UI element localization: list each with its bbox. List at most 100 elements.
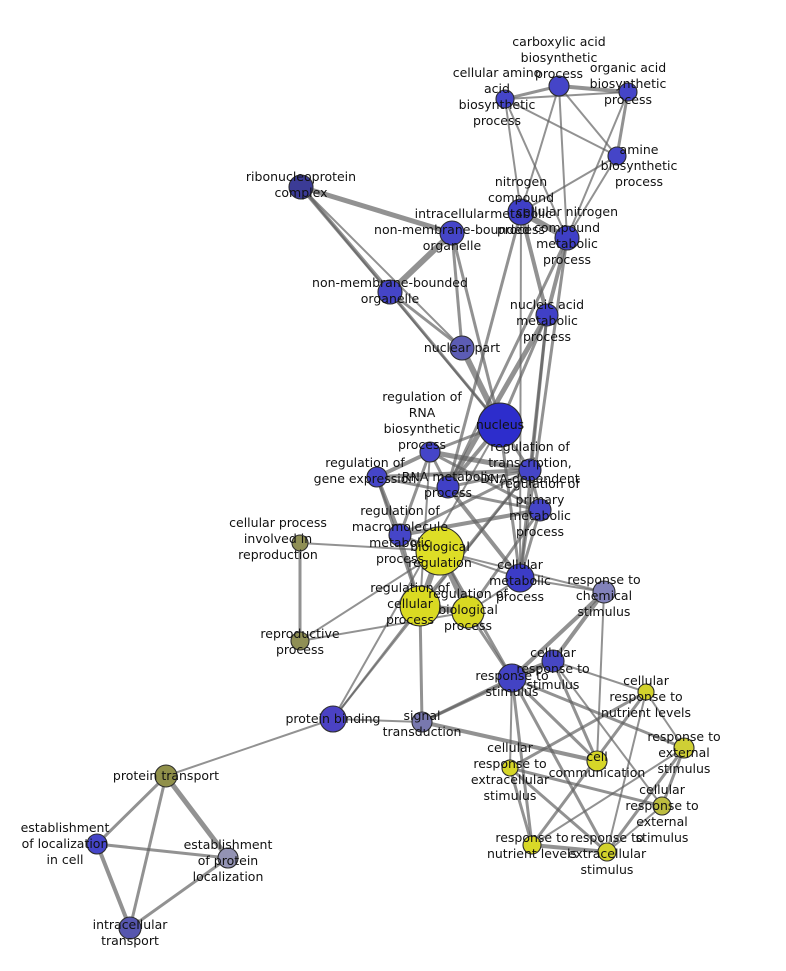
node-cell_communication[interactable]: [586, 750, 608, 772]
node-resp_stimulus[interactable]: [497, 663, 527, 693]
node-reg_biological_process[interactable]: [451, 595, 485, 629]
node-rna_metab[interactable]: [436, 475, 460, 499]
edge-cell_nitrogen_compound_metab--cell_metab: [518, 236, 569, 580]
edge-reg_primary_metab--reg_macromolecule_metab: [398, 508, 542, 537]
edge-signal_transduction--cell_communication: [420, 720, 599, 763]
edge-protein_binding--signal_transduction: [332, 718, 423, 723]
label-nuclear_part: nuclear part: [424, 340, 500, 355]
node-intracell_transport[interactable]: [118, 916, 142, 940]
edge-protein_binding--nucleus: [332, 424, 501, 720]
node-reg_macromolecule_metab[interactable]: [388, 523, 412, 547]
node-cell_resp_extracellular[interactable]: [501, 759, 519, 777]
node-resp_external[interactable]: [673, 737, 695, 759]
node-reg_rna_biosyn[interactable]: [419, 441, 441, 463]
edge-intracell_nmb_organelle--nmb_organelle: [387, 230, 455, 295]
node-intracell_nmb_organelle[interactable]: [439, 220, 465, 246]
node-resp_chemical[interactable]: [592, 580, 616, 604]
edge-rnp_complex--nucleus: [300, 186, 501, 426]
node-cell_resp_external[interactable]: [652, 796, 672, 816]
edge-nitrogen_compound_metab--cell_metab: [519, 211, 522, 579]
node-cell_metab[interactable]: [505, 563, 535, 593]
edge-amine_biosyn--nitrogen_compound_metab: [520, 155, 618, 213]
node-nitrogen_compound_metab[interactable]: [507, 198, 535, 226]
node-carboxylic_acid_biosyn[interactable]: [548, 75, 570, 97]
edge-resp_stimulus--resp_chemical: [510, 590, 606, 680]
edge-protein_transport--estab_protein_localization: [163, 773, 231, 861]
edge-rnp_complex--nuclear_part: [300, 186, 463, 349]
node-nucleic_acid_metab[interactable]: [535, 303, 559, 327]
edge-estab_protein_localization--estab_localization_cell: [95, 842, 230, 860]
node-resp_extracellular[interactable]: [597, 842, 617, 862]
edge-carboxylic_acid_biosyn--nitrogen_compound_metab: [520, 85, 560, 213]
edge-intracell_nmb_organelle--nuclear_part: [450, 231, 464, 350]
edge-rna_metab--reg_transcription_dna: [446, 468, 532, 489]
node-cell_nitrogen_compound_metab[interactable]: [554, 225, 580, 251]
edge-estab_protein_localization--intracell_transport: [128, 856, 230, 930]
node-resp_nutrient[interactable]: [522, 835, 542, 855]
node-amine_biosyn[interactable]: [607, 146, 627, 166]
edge-reg_transcription_dna--reg_gene_expression: [375, 468, 532, 479]
edge-reproductive_process--biological_regulation: [299, 550, 441, 642]
node-protein_binding[interactable]: [319, 705, 347, 733]
edge-cell_resp_nutrient--resp_extracellular: [606, 691, 647, 853]
edge-carboxylic_acid_biosyn--cell_nitrogen_compound_metab: [558, 85, 568, 239]
edge-cell_resp_extracellular--resp_nutrient: [508, 766, 534, 847]
node-reg_primary_metab[interactable]: [528, 498, 552, 522]
node-estab_protein_localization[interactable]: [217, 847, 239, 869]
edge-reg_primary_metab--reg_biological_process: [466, 508, 542, 614]
node-signal_transduction[interactable]: [411, 711, 433, 733]
edge-cell_resp_nutrient--resp_external: [645, 691, 685, 749]
label-protein_transport: protein transport: [113, 768, 219, 783]
edge-organic_acid_biosyn--amine_biosyn: [615, 90, 630, 158]
node-protein_transport[interactable]: [154, 764, 178, 788]
node-reg_cellular_process[interactable]: [399, 585, 441, 627]
node-nuclear_part[interactable]: [449, 335, 475, 361]
node-biological_regulation[interactable]: [415, 526, 465, 576]
label-nucleus: nucleus: [476, 417, 524, 432]
edge-resp_external--resp_extracellular: [605, 746, 686, 854]
node-organic_acid_biosyn[interactable]: [618, 82, 638, 102]
node-cell_amino_acid_biosyn[interactable]: [495, 89, 515, 109]
edge-protein_binding--protein_transport: [165, 718, 334, 777]
edge-resp_extracellular--cell_resp_extracellular: [508, 766, 609, 854]
node-estab_localization_cell[interactable]: [86, 833, 108, 855]
node-reg_gene_expression[interactable]: [366, 466, 388, 488]
edge-rna_metab--cell_metab: [446, 485, 522, 580]
edge-protein_transport--estab_localization_cell: [95, 774, 168, 846]
edge-cell_resp_stimulus--cell_communication: [551, 659, 599, 763]
node-cell_resp_nutrient[interactable]: [637, 683, 655, 701]
node-cell_resp_stimulus[interactable]: [541, 649, 565, 673]
node-reproductive_process[interactable]: [290, 631, 310, 651]
node-reg_transcription_dna[interactable]: [518, 458, 542, 482]
node-nucleus[interactable]: [477, 402, 523, 448]
node-rnp_complex[interactable]: [288, 174, 314, 200]
edge-reproductive_process--reg_biological_process: [299, 611, 469, 642]
node-nmb_organelle[interactable]: [377, 279, 403, 305]
node-cell_process_reproduction[interactable]: [291, 534, 309, 552]
edge-resp_external--resp_nutrient: [531, 747, 685, 846]
edge-nitrogen_compound_metab--nucleic_acid_metab: [519, 210, 549, 317]
edge-reg_rna_biosyn--reg_cellular_process: [419, 451, 431, 607]
